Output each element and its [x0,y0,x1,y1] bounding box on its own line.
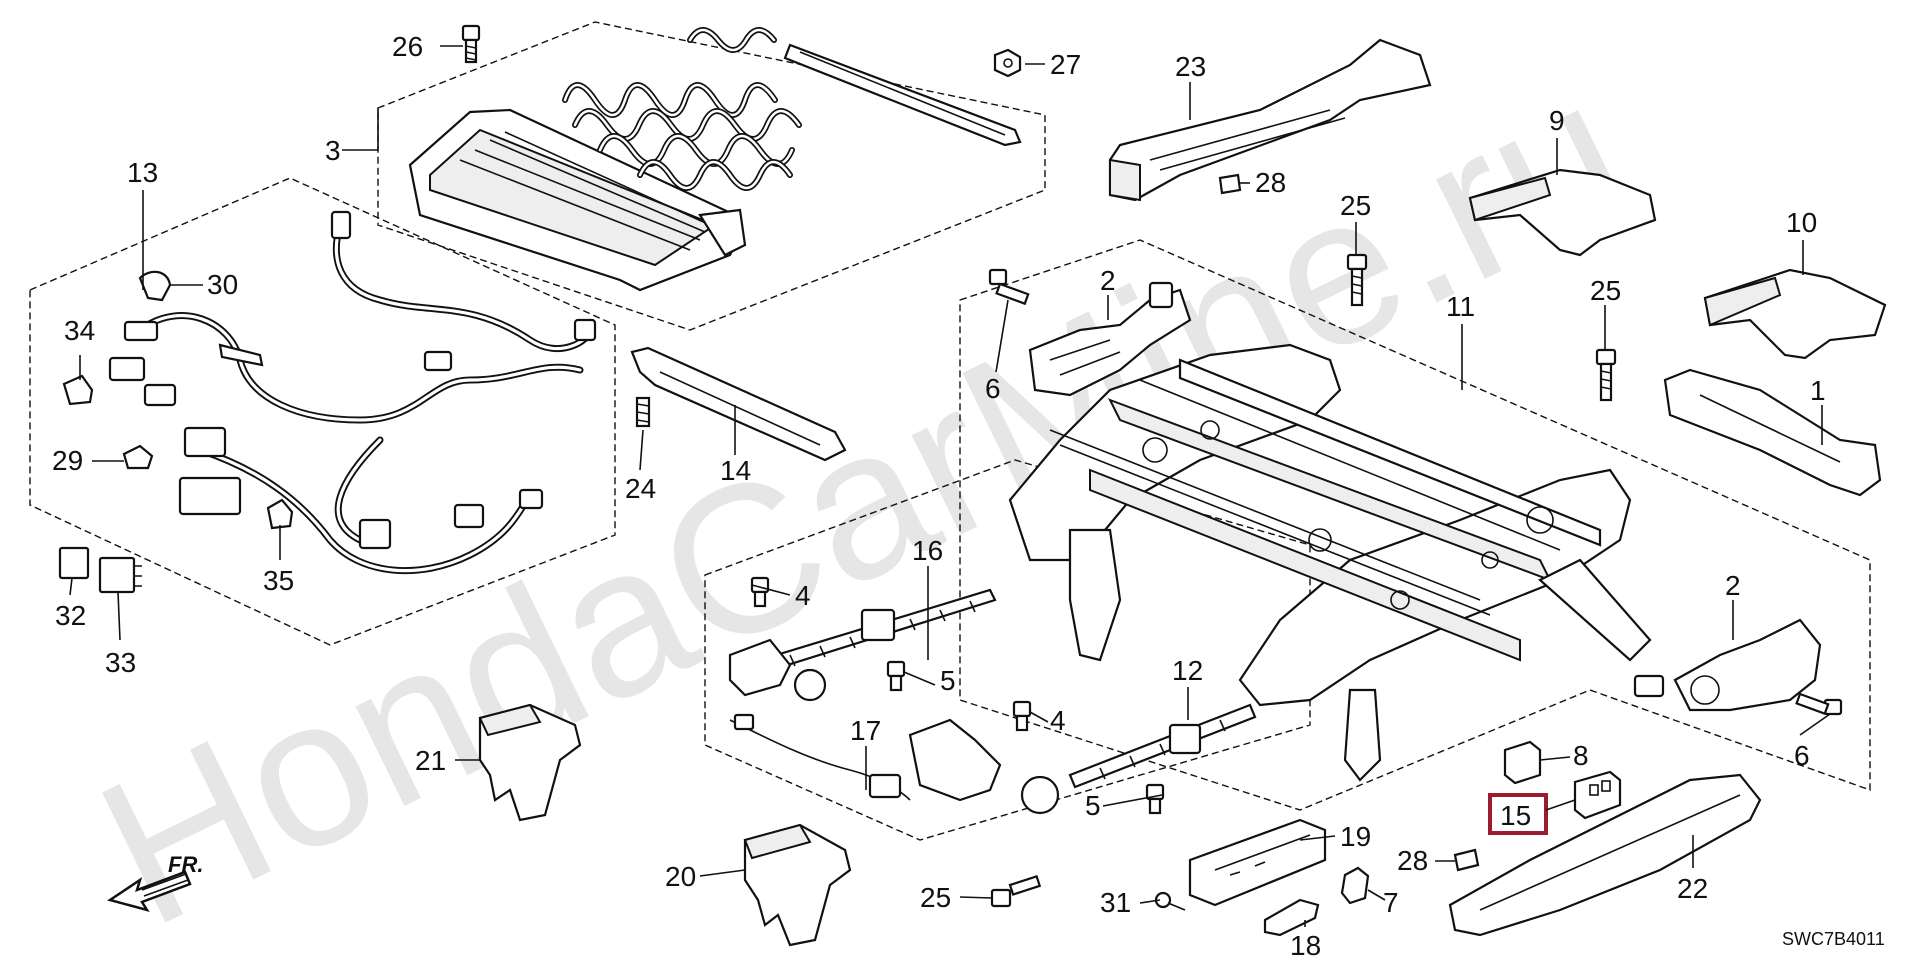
callout-10: 10 [1786,207,1817,238]
callout-5-lower: 5 [1085,790,1101,821]
screw-rod-12 [908,703,1257,815]
callout-27: 27 [1050,49,1081,80]
front-arrow-icon [107,870,192,913]
rail-cover-23 [1108,38,1432,202]
harness-group-box [29,177,616,646]
clip-28-upper [1218,173,1242,195]
callout-9: 9 [1549,105,1565,136]
bolt-4-lower [1012,700,1032,732]
callout-34: 34 [64,315,95,346]
front-direction-marker: FR. [107,852,203,913]
callout-5-upper: 5 [940,665,956,696]
callout-2-lower: 2 [1725,570,1741,601]
callout-2-upper: 2 [1100,265,1116,296]
seat-adjuster-frame-11 [1008,343,1652,782]
callout-19: 19 [1340,821,1371,852]
clip-28-lower [1453,848,1480,872]
screw-24 [635,396,651,428]
callout-13: 13 [127,157,158,188]
callout-6-upper: 6 [985,373,1001,404]
cover-9 [1468,168,1657,257]
motor-2-lower [1633,618,1822,712]
callout-3: 3 [325,135,341,166]
callout-22: 22 [1677,873,1708,904]
leader-lines [69,45,1831,927]
bolt-5-upper [886,660,906,692]
bolt-6-lower [1795,692,1843,716]
motor-2-upper [1028,281,1192,397]
bolt-5-lower [1145,783,1165,815]
callout-31: 31 [1100,887,1131,918]
callout-28-lower: 28 [1397,845,1428,876]
callout-17: 17 [850,715,881,746]
callout-14: 14 [720,455,751,486]
relay-33 [98,556,142,594]
callout-11: 11 [1446,291,1475,322]
clip-30 [138,270,172,302]
relay-32 [58,546,90,580]
callout-18: 18 [1290,930,1321,960]
bolt-25-right [1595,348,1617,402]
wire-harness-13 [108,210,597,575]
callout-30: 30 [207,269,238,300]
callout-26: 26 [392,31,423,62]
cover-21 [478,703,582,822]
callout-29: 29 [52,445,83,476]
callout-24: 24 [625,473,656,504]
callout-1: 1 [1810,375,1826,406]
callout-21: 21 [415,745,446,776]
diagram-code: SWC7B4011 [1782,929,1885,949]
switch-19 [1188,818,1327,907]
callout-4-lower: 4 [1050,705,1066,736]
callout-35: 35 [263,565,294,596]
knob-7 [1340,866,1370,905]
watermark: HondaCarMine.ru [67,33,1660,960]
rail-14 [630,346,847,462]
bolt-6-upper [988,268,1030,306]
knob-18 [1263,898,1320,937]
callout-28-upper: 28 [1255,167,1286,198]
switch-15 [1573,770,1622,820]
callout-12: 12 [1172,655,1203,686]
callout-labels: 1 2 2 3 4 4 5 5 6 6 7 8 9 10 11 12 13 14… [52,31,1826,960]
cable-17 [729,713,911,801]
cover-1 [1663,368,1882,497]
callout-23: 23 [1175,51,1206,82]
callout-8: 8 [1573,740,1589,771]
callout-20: 20 [665,861,696,892]
cover-20 [743,823,852,947]
callout-15-leader [1545,799,1576,811]
cover-10 [1703,268,1887,360]
motor-group-box [704,459,1311,841]
front-label: FR. [168,852,203,877]
clip-34 [62,374,94,406]
seat-springs [562,27,1022,191]
bolt-26 [461,24,481,64]
screw-rod-16 [728,588,997,702]
clip-35 [266,498,294,530]
callout-25-bottom: 25 [920,882,951,913]
nut-27 [993,48,1022,78]
cover-22 [1448,773,1762,937]
callout-15[interactable]: 15 [1500,800,1531,831]
cushion-group-box [377,21,1046,331]
callout-33: 33 [105,647,136,678]
switch-8 [1503,740,1542,785]
callout-25-center: 25 [1340,190,1371,221]
clip-29 [122,444,154,470]
bolt-25-center [1346,253,1368,307]
callout-4-upper: 4 [795,580,811,611]
callout-15-highlight-box[interactable] [1488,793,1548,835]
callout-6-lower: 6 [1794,740,1810,771]
callout-16: 16 [912,535,943,566]
screw-31 [1154,891,1186,911]
seat-cushion-pan [408,108,747,292]
callout-32: 32 [55,600,86,631]
bolt-4-upper [750,576,770,608]
callout-25-right: 25 [1590,275,1621,306]
bolt-25-bottom [990,874,1042,908]
callout-7: 7 [1383,887,1399,918]
